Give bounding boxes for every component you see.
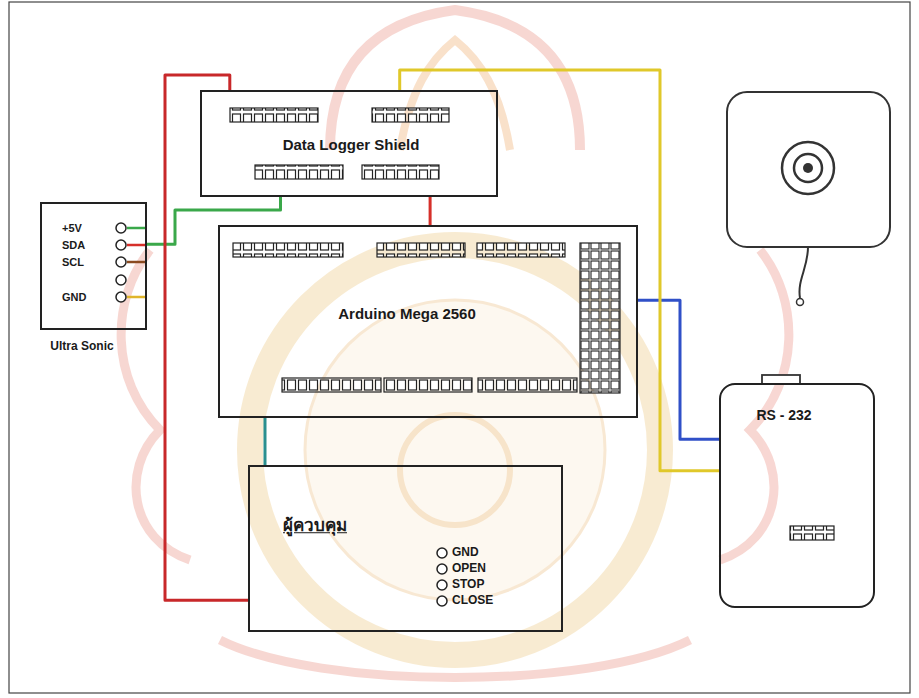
shield-box: Data Logger Shield (200, 90, 498, 197)
node-title: RS - 232 (756, 407, 811, 423)
pin-wire (127, 296, 146, 299)
watermark (121, 10, 789, 678)
speaker-cord (799, 247, 808, 298)
pin-header (477, 243, 565, 257)
signal-wire (400, 70, 719, 471)
pin-header (255, 165, 343, 179)
pin-dot (437, 564, 447, 574)
sensor-pins (116, 223, 146, 302)
signal-wire (264, 418, 267, 465)
pin-dot (116, 292, 126, 302)
signal-wire (165, 75, 248, 600)
pin-wire (127, 261, 146, 264)
pin-dot (116, 223, 126, 233)
watermark-ornament (220, 640, 690, 678)
pin-label: STOP (452, 578, 484, 591)
pin-label: SDA (62, 239, 85, 251)
signal-wire (428, 197, 432, 225)
signal-wire (147, 197, 281, 244)
controller-pins (437, 548, 447, 606)
pin-dot (116, 257, 126, 267)
pin-header (478, 378, 577, 392)
watermark-ornament (720, 250, 789, 560)
pin-dot (437, 580, 447, 590)
pin-dot (437, 596, 447, 606)
pin-label: SCL (62, 256, 84, 268)
speaker-cone (794, 154, 822, 182)
pin-header (230, 108, 318, 122)
node-title: Data Logger Shield (283, 136, 420, 153)
pin-wire (127, 244, 146, 247)
pin-header (282, 378, 381, 392)
controller-box: ผู้ควบคุม (248, 465, 563, 632)
pin-header (362, 165, 439, 179)
pin-label: OPEN (452, 562, 486, 575)
pin-label: GND (62, 291, 86, 303)
speaker-center (803, 163, 813, 173)
node-title: ผู้ควบคุม (283, 516, 347, 536)
pin-label: +5V (62, 222, 82, 234)
pin-header (580, 243, 620, 393)
board-box: Arduino Mega 2560 (218, 225, 638, 418)
pin-dot (116, 275, 126, 285)
pin-dot (116, 240, 126, 250)
node-title: Arduino Mega 2560 (338, 305, 476, 322)
signal-wire (638, 300, 719, 439)
speaker-symbol (727, 92, 890, 306)
frame (9, 2, 910, 693)
watermark-ornament (121, 250, 190, 560)
module-box: RS - 232 (719, 383, 875, 608)
watermark-disc (305, 300, 605, 600)
watermark-crown (330, 10, 580, 150)
pin-header (790, 526, 834, 540)
pin-label: CLOSE (452, 594, 493, 607)
speaker-housing (727, 92, 890, 247)
speaker-plug (797, 299, 804, 306)
pin-header (372, 108, 449, 122)
pin-header (384, 378, 472, 392)
pin-header (233, 243, 343, 257)
pin-header (377, 243, 465, 257)
sensor-box: Ultra Sonic (40, 202, 147, 330)
watermark-core (400, 415, 510, 525)
pin-label: GND (452, 546, 479, 559)
pin-wire (127, 227, 146, 230)
speaker-cone (782, 142, 834, 194)
watermark-crown (400, 40, 510, 150)
pin-dot (437, 548, 447, 558)
node-title: Ultra Sonic (50, 340, 113, 354)
